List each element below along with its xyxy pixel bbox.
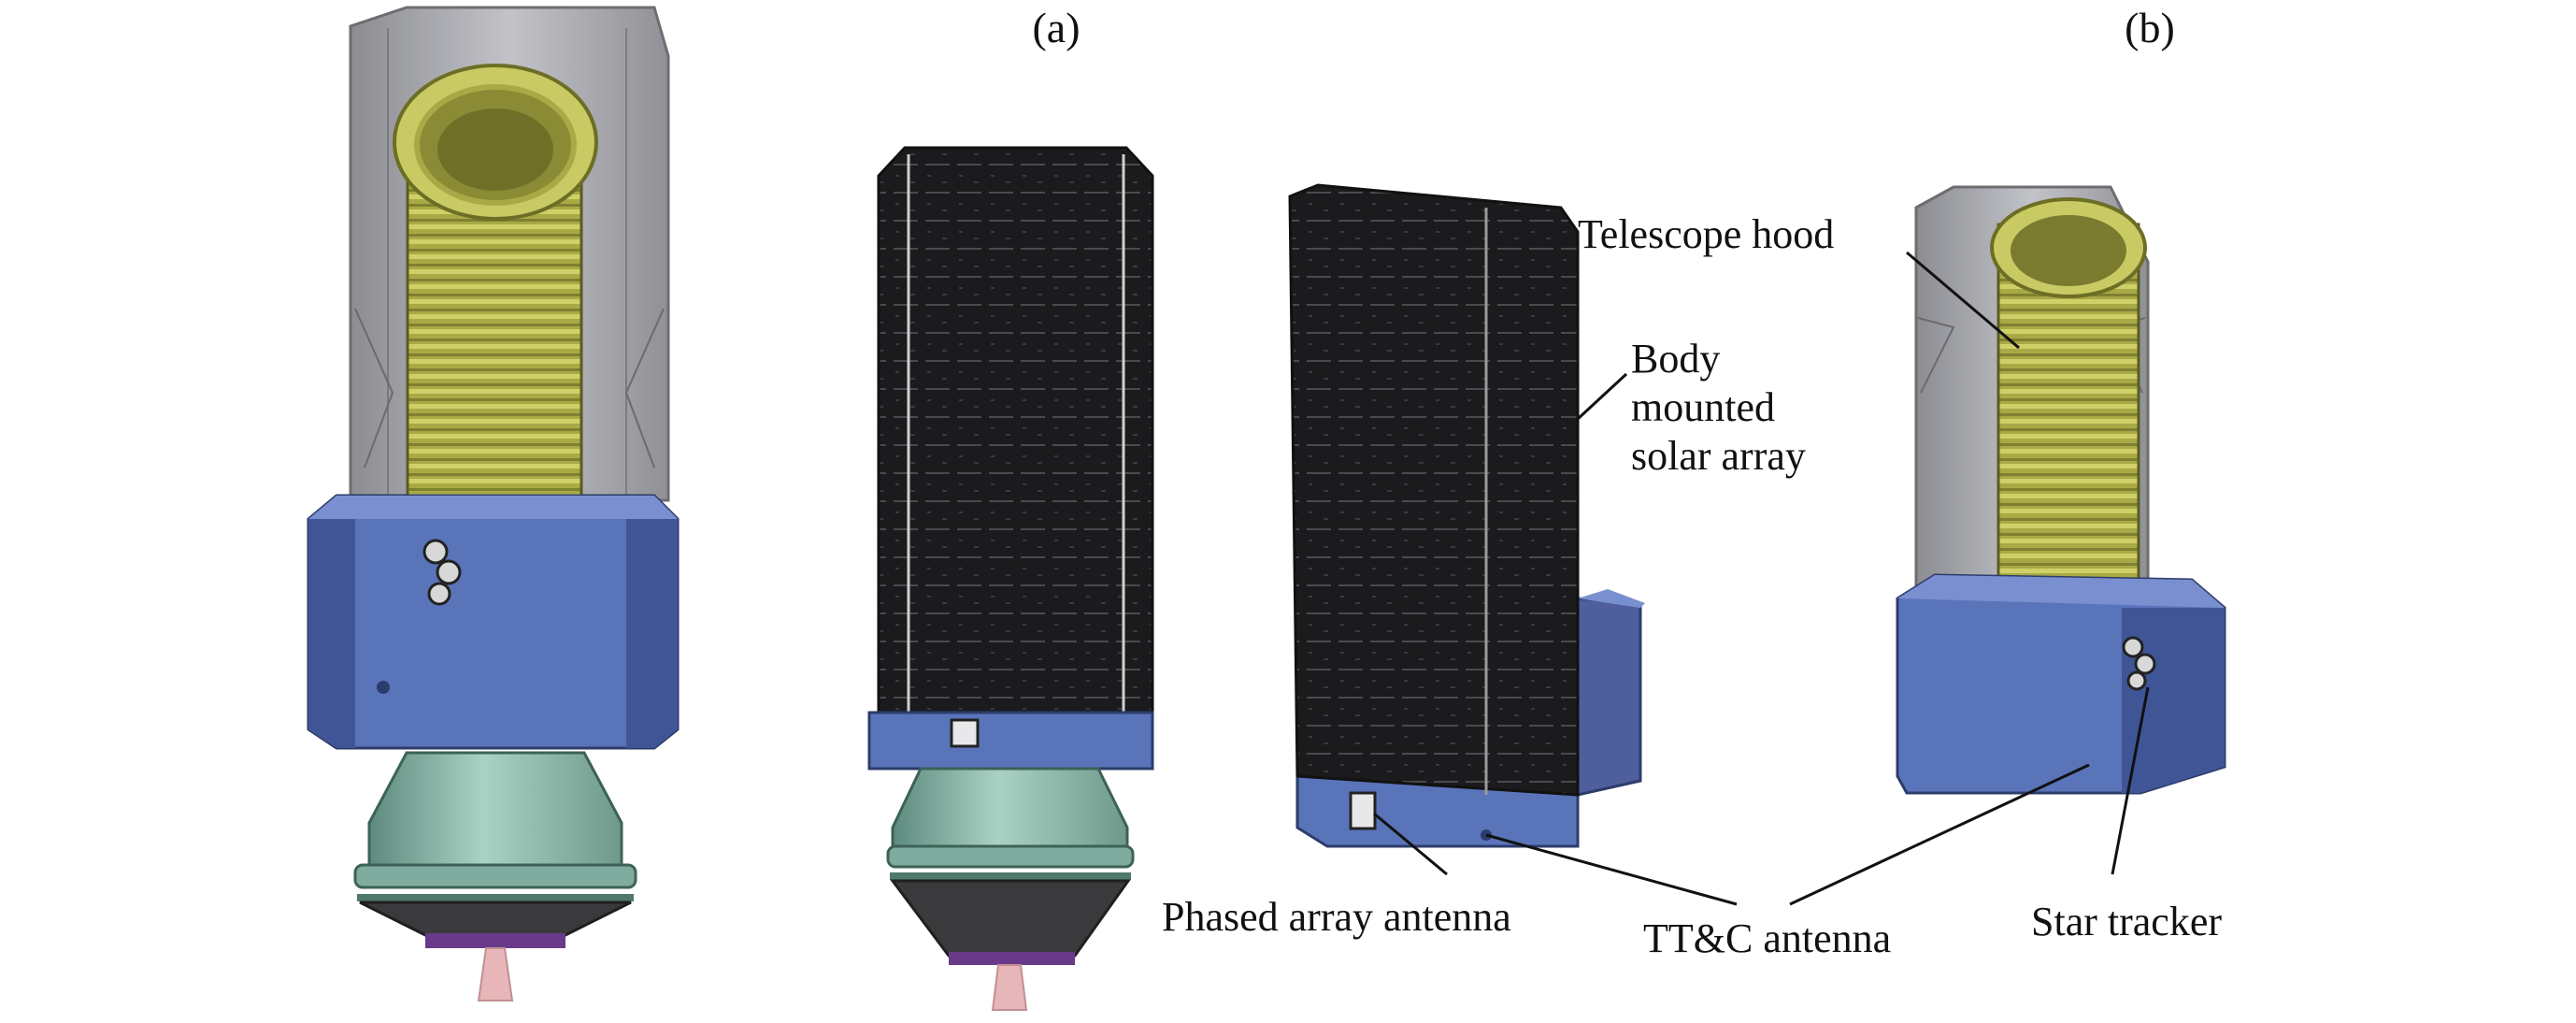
bus-2 (867, 711, 1154, 771)
leader-solar-array (1576, 372, 1628, 421)
star-tracker-4 (2122, 636, 2156, 691)
label-star-tracker: Star tracker (2031, 899, 2222, 944)
exhaust-1 (477, 947, 514, 1001)
nozzle-1 (359, 901, 632, 937)
panel-label-b: (b) (2125, 4, 2175, 51)
solar-array-2 (877, 146, 1154, 717)
panel-label-a: (a) (1032, 4, 1080, 51)
spacecraft-3 (1288, 183, 1645, 848)
bus-3-side (1576, 597, 1642, 797)
phased-array-3 (1349, 791, 1377, 830)
label-telescope-hood: Telescope hood (1578, 211, 1834, 257)
label-solar-array-line3: solar array (1631, 433, 1806, 479)
spacecraft-4 (1896, 185, 2226, 795)
leader-star-tracker (2111, 686, 2150, 875)
star-tracker-1 (422, 539, 462, 606)
exhaust-2 (991, 964, 1028, 1011)
bus-1 (307, 494, 680, 750)
leader-phased-array (1373, 812, 1448, 876)
leader-lines (1373, 251, 2150, 906)
spacecraft-1 (307, 6, 680, 1001)
phased-array-2 (950, 718, 980, 748)
label-solar-array-line2: mounted (1631, 384, 1775, 430)
spacecraft-2 (867, 146, 1154, 1011)
label-ttc: TT&C antenna (1643, 915, 1891, 961)
leader-telescope-hood (1906, 251, 2020, 350)
label-solar-array-line1: Body (1631, 336, 1720, 382)
solar-array-3 (1288, 183, 1580, 797)
engine-2 (891, 767, 1129, 855)
leader-ttc-right (1789, 763, 2090, 906)
engine-1 (367, 751, 623, 876)
nozzle-2 (890, 879, 1131, 958)
label-phased-array: Phased array antenna (1162, 894, 1511, 940)
leader-ttc-left (1485, 833, 1738, 906)
